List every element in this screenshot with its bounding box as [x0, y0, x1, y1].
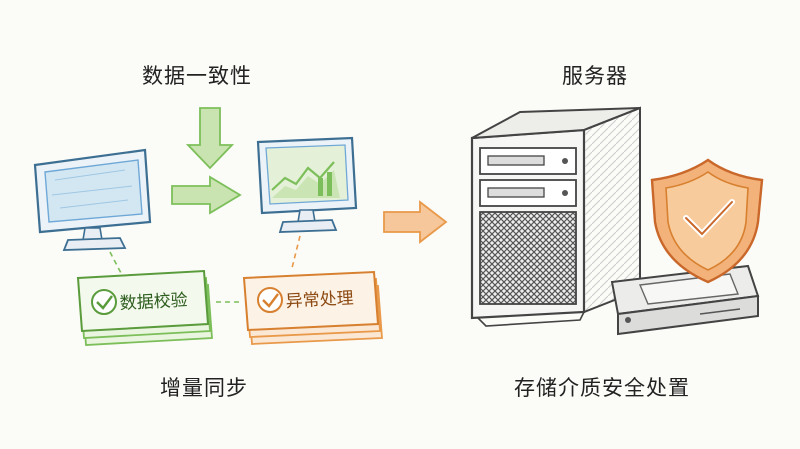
monitor-left-icon — [33, 148, 152, 251]
validation-card-stack — [76, 269, 213, 346]
connector-left-dashed — [109, 251, 123, 276]
card-label-validation: 数据校验 — [119, 290, 188, 314]
arrow-right-green-icon — [171, 175, 242, 215]
exception-card-stack — [242, 270, 383, 345]
connector-center-dashed — [291, 235, 301, 269]
monitor-center-icon — [256, 136, 358, 233]
arrow-down-icon — [185, 107, 235, 170]
label-secure-disposal: 存储介质安全处置 — [514, 376, 690, 400]
check-circle-orange-icon — [257, 287, 283, 313]
arrow-right-orange-icon — [383, 200, 448, 244]
label-data-consistency: 数据一致性 — [142, 64, 252, 88]
server-tower-icon — [470, 106, 641, 327]
check-circle-icon — [91, 289, 117, 315]
card-label-exception: 异常处理 — [285, 288, 354, 312]
security-shield-icon — [650, 158, 764, 284]
label-server: 服务器 — [562, 64, 628, 88]
label-incremental-sync: 增量同步 — [160, 376, 248, 400]
